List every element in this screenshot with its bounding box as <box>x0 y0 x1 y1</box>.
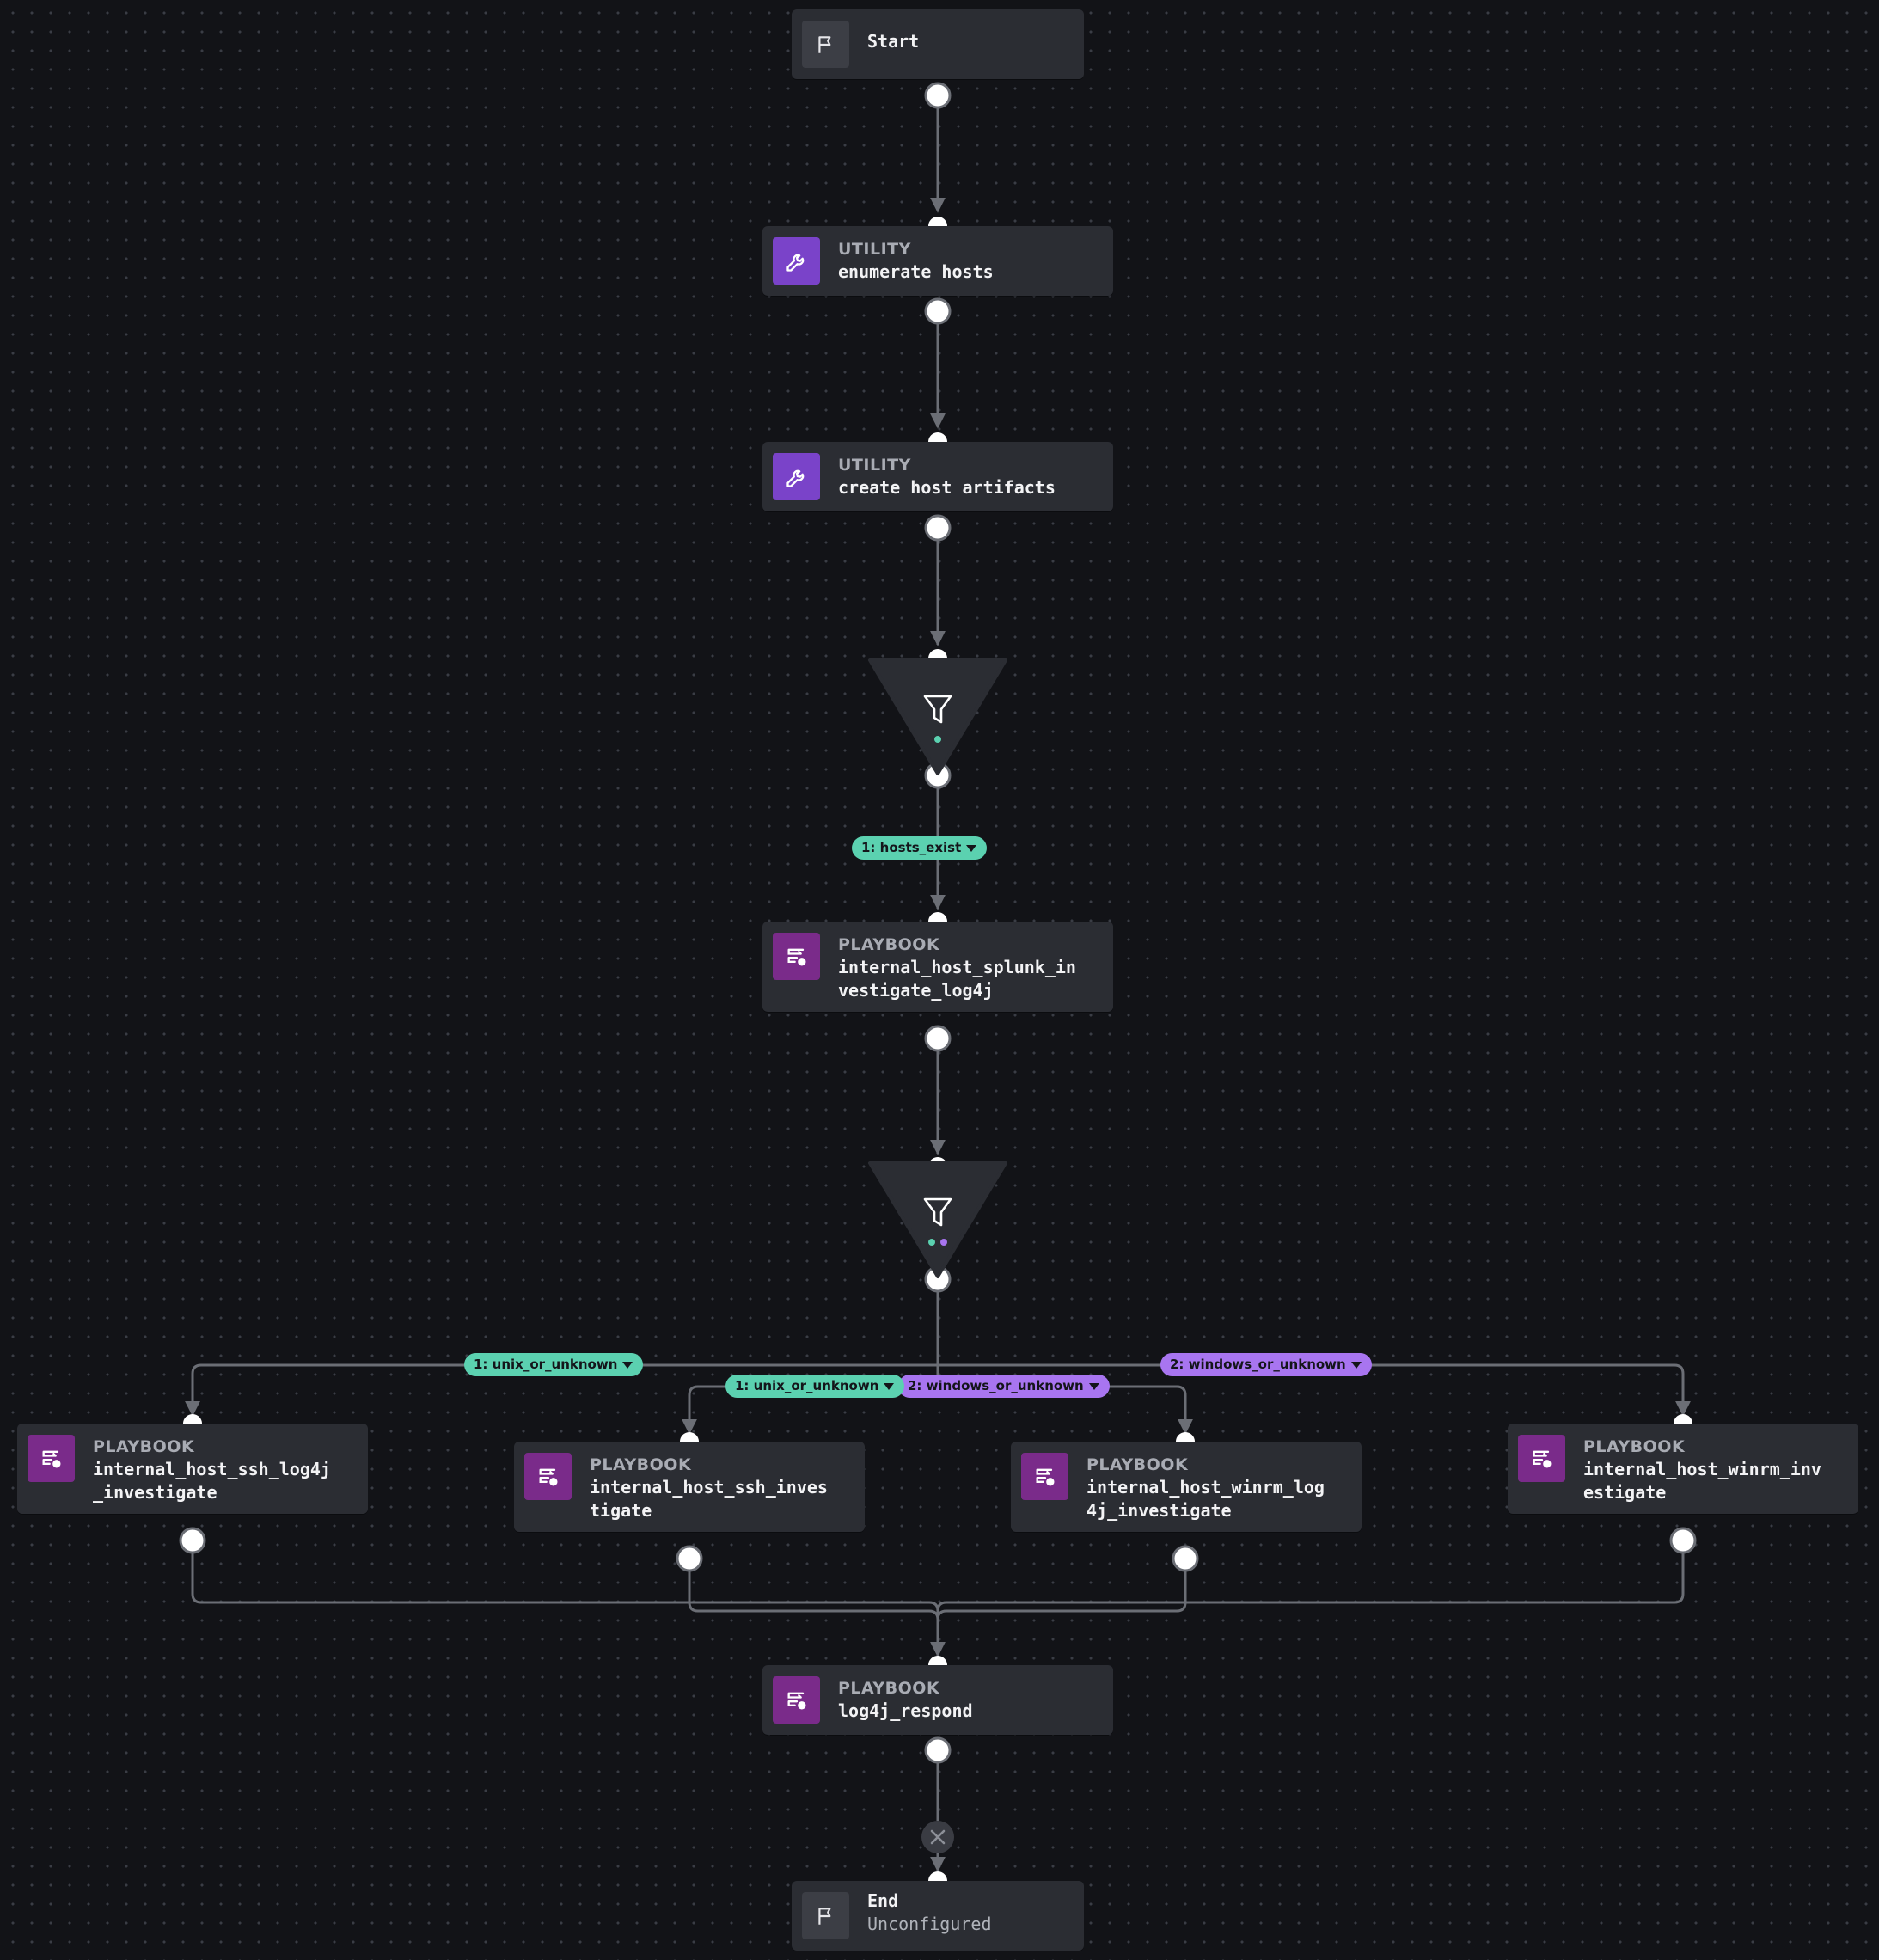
condition-text: 2: windows_or_unknown <box>908 1378 1084 1393</box>
condition-text: 1: hosts_exist <box>861 840 962 855</box>
node-label: Start <box>867 31 920 52</box>
playbook-node-splunk-investigate[interactable]: PLAYBOOK internal_host_splunk_in vestiga… <box>762 922 1113 1012</box>
node-type: PLAYBOOK <box>1583 1437 1686 1456</box>
condition-text: 1: unix_or_unknown <box>735 1378 879 1393</box>
filter-icon <box>923 1197 952 1227</box>
node-name: internal_host_ssh_inves tigate <box>590 1477 828 1521</box>
condition-label-hosts-exist[interactable]: 1: hosts_exist <box>852 836 988 860</box>
close-icon <box>930 1829 946 1845</box>
node-type: PLAYBOOK <box>1086 1455 1189 1474</box>
chevron-down-icon <box>622 1361 633 1369</box>
output-port <box>924 1736 952 1764</box>
condition-dot <box>934 736 941 743</box>
utility-node-enumerate-hosts[interactable]: UTILITY enumerate hosts <box>762 226 1113 296</box>
wrench-icon <box>773 453 820 500</box>
output-port <box>1172 1545 1199 1572</box>
flag-icon <box>802 21 849 68</box>
playbook-icon <box>28 1435 75 1482</box>
condition-label-unix-left[interactable]: 1: unix_or_unknown <box>464 1353 644 1376</box>
filter-icon <box>923 695 952 724</box>
playbook-icon <box>1021 1453 1068 1500</box>
condition-label-windows-center[interactable]: 2: windows_or_unknown <box>898 1375 1110 1398</box>
condition-label-windows-right[interactable]: 2: windows_or_unknown <box>1160 1353 1372 1376</box>
playbook-node-ssh-investigate[interactable]: PLAYBOOK internal_host_ssh_inves tigate <box>514 1442 865 1532</box>
chevron-down-icon <box>1088 1382 1099 1390</box>
node-label: End <box>867 1890 899 1911</box>
output-port <box>676 1545 703 1572</box>
condition-dot <box>940 1239 947 1246</box>
playbook-icon <box>773 933 820 980</box>
node-type: PLAYBOOK <box>590 1455 692 1474</box>
filter-node-2[interactable] <box>866 1161 1009 1281</box>
playbook-node-log4j-respond[interactable]: PLAYBOOK log4j_respond <box>762 1665 1113 1735</box>
playbook-node-winrm-investigate[interactable]: PLAYBOOK internal_host_winrm_inv estigat… <box>1508 1424 1858 1514</box>
node-name: internal_host_winrm_inv estigate <box>1583 1459 1821 1503</box>
output-port <box>924 514 952 542</box>
playbook-icon <box>1518 1435 1565 1482</box>
node-name: internal_host_splunk_in vestigate_log4j <box>838 957 1076 1001</box>
filter-node-1[interactable] <box>866 658 1009 778</box>
flag-icon <box>802 1892 849 1939</box>
disconnect-button[interactable] <box>921 1820 955 1854</box>
output-port <box>924 82 952 109</box>
condition-text: 1: unix_or_unknown <box>474 1357 618 1372</box>
node-type: PLAYBOOK <box>93 1437 195 1456</box>
node-type: UTILITY <box>838 240 911 259</box>
start-node[interactable]: Start <box>792 9 1084 79</box>
end-node[interactable]: End Unconfigured <box>792 1881 1084 1951</box>
chevron-down-icon <box>1350 1361 1362 1369</box>
node-name: internal_host_winrm_log 4j_investigate <box>1086 1477 1325 1521</box>
node-name: internal_host_ssh_log4j _investigate <box>93 1459 331 1503</box>
condition-label-unix-center[interactable]: 1: unix_or_unknown <box>725 1375 905 1398</box>
node-type: PLAYBOOK <box>838 1679 940 1698</box>
playbook-node-ssh-log4j-investigate[interactable]: PLAYBOOK internal_host_ssh_log4j _invest… <box>17 1424 368 1514</box>
node-name: enumerate hosts <box>838 261 994 282</box>
playbook-node-winrm-log4j-investigate[interactable]: PLAYBOOK internal_host_winrm_log 4j_inve… <box>1011 1442 1362 1532</box>
utility-node-create-host-artifacts[interactable]: UTILITY create host artifacts <box>762 442 1113 511</box>
chevron-down-icon <box>966 844 977 852</box>
node-status: Unconfigured <box>867 1914 992 1934</box>
wrench-icon <box>773 237 820 285</box>
node-type: UTILITY <box>838 456 911 475</box>
node-name: create host artifacts <box>838 477 1056 498</box>
output-port <box>179 1527 206 1554</box>
condition-dot <box>928 1239 935 1246</box>
playbook-icon <box>773 1676 820 1724</box>
node-type: PLAYBOOK <box>838 935 940 954</box>
playbook-icon <box>524 1453 572 1500</box>
condition-text: 2: windows_or_unknown <box>1170 1357 1346 1372</box>
output-port <box>1669 1527 1697 1554</box>
chevron-down-icon <box>884 1382 895 1390</box>
node-name: log4j_respond <box>838 1700 973 1721</box>
output-port <box>924 1025 952 1052</box>
output-port <box>924 297 952 325</box>
